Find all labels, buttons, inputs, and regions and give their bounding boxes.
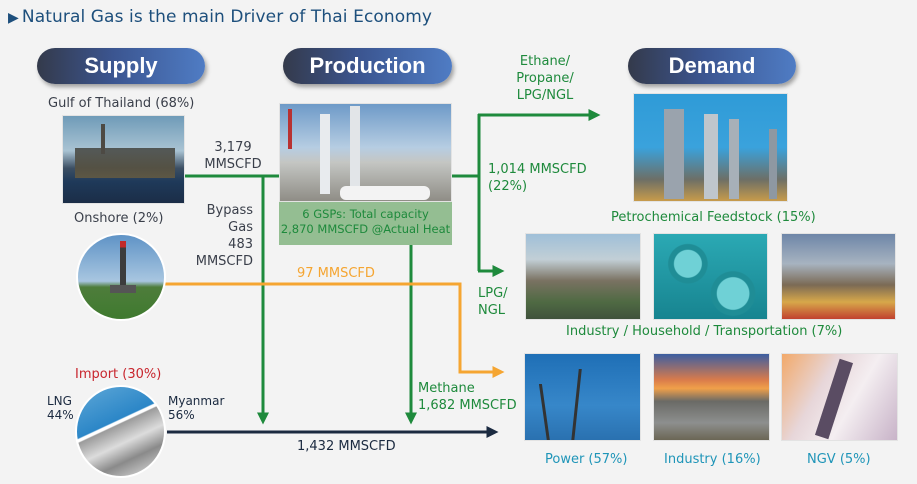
industrial-estate-sunset-image	[653, 353, 770, 441]
offshore-platform-image	[62, 115, 185, 204]
onshore-label: Onshore (2%)	[74, 211, 164, 226]
power-label: Power (57%)	[545, 452, 628, 467]
onshore-flow-label: 97 MMSCFD	[297, 266, 375, 281]
demand-header: Demand	[628, 48, 796, 84]
lng-tanker-and-pipeline-image	[75, 385, 166, 478]
traffic-street-image	[781, 233, 896, 320]
industry-label: Industry (16%)	[664, 452, 761, 467]
ngv-label: NGV (5%)	[807, 452, 871, 467]
lpg-demand-label: Industry / Household / Transportation (7…	[566, 324, 843, 339]
triangle-right-icon: ▶	[8, 10, 19, 26]
power-transmission-towers-image	[524, 353, 641, 441]
ethane-label: Ethane/ Propane/ LPG/NGL	[516, 54, 574, 103]
petrochemical-label: Petrochemical Feedstock (15%)	[611, 210, 816, 225]
supply-header: Supply	[37, 48, 205, 84]
gsp-output-label: 1,014 MMSCFD (22%)	[488, 162, 587, 194]
gulf-flow-label: 3,179 MMSCFD	[204, 140, 262, 172]
gas-separation-plant-image	[279, 103, 452, 202]
lpg-ngl-label: LPG/ NGL	[478, 286, 508, 318]
lpg-cylinders-image	[653, 233, 768, 320]
myanmar-share: Myanmar 56%	[168, 394, 225, 422]
lng-share: LNG 44%	[47, 394, 74, 422]
import-flow-label: 1,432 MMSCFD	[297, 439, 396, 454]
industrial-city-image	[525, 233, 641, 320]
ngv-refueling-image	[781, 353, 898, 441]
methane-label: Methane 1,682 MMSCFD	[418, 381, 517, 413]
onshore-drilling-rig-image	[76, 233, 166, 321]
bypass-gas-label: Bypass Gas 483 MMSCFD	[195, 203, 253, 269]
gulf-label: Gulf of Thailand (68%)	[48, 96, 195, 111]
gsp-capacity-caption: 6 GSPs: Total capacity 2,870 MMSCFD @Act…	[279, 202, 452, 245]
page-title: ▶Natural Gas is the main Driver of Thai …	[8, 7, 433, 27]
import-label: Import (30%)	[75, 367, 162, 382]
production-header: Production	[283, 48, 452, 84]
petrochemical-plant-image	[633, 93, 788, 202]
onshore-flow-arrow	[165, 282, 505, 378]
